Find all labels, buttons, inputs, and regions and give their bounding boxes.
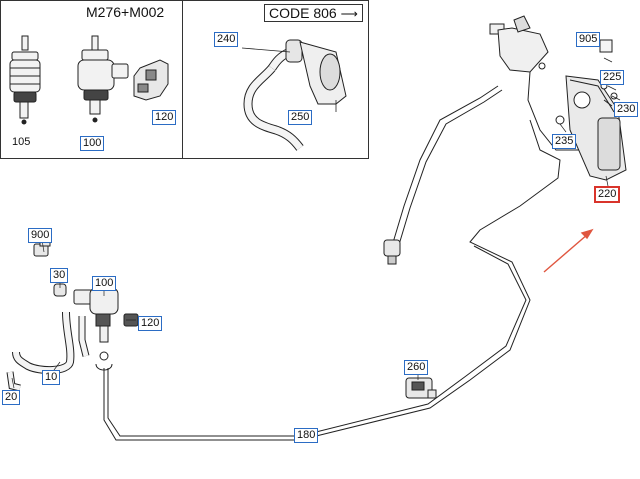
part-label-120-top[interactable]: 120	[152, 110, 177, 125]
inset-header-left: M276+M002	[82, 4, 169, 20]
right-arrow-icon: ⟶	[340, 7, 358, 21]
hose-240-drawing	[241, 39, 304, 151]
part-label-905[interactable]: 905	[576, 32, 601, 47]
purge-valve-drawing	[489, 15, 580, 151]
part-label-260[interactable]: 260	[404, 360, 429, 375]
part-label-220[interactable]: 220	[594, 186, 621, 203]
hose-10-drawing	[12, 311, 90, 375]
valve-100-top-drawing	[77, 35, 129, 123]
bracket-120-top-drawing	[133, 59, 169, 101]
part-label-105[interactable]: 105	[12, 136, 31, 148]
part-label-100-top[interactable]: 100	[80, 136, 105, 151]
canister-250-drawing	[299, 41, 347, 112]
part-label-240[interactable]: 240	[214, 32, 239, 47]
hose-20-drawing	[6, 371, 21, 392]
part-label-30[interactable]: 30	[50, 268, 69, 283]
inset-header-right: CODE 806 ⟶	[264, 4, 363, 22]
part-label-225[interactable]: 225	[600, 70, 625, 85]
canister-220-drawing	[555, 39, 627, 181]
part-label-250[interactable]: 250	[288, 110, 313, 125]
part-label-900[interactable]: 900	[28, 228, 53, 243]
valve-105-drawing	[9, 35, 41, 125]
part-label-235[interactable]: 235	[552, 134, 577, 149]
part-label-230[interactable]: 230	[614, 102, 639, 117]
sensor-260-drawing	[405, 377, 437, 399]
fuel-line-180	[103, 119, 561, 441]
part-label-120[interactable]: 120	[138, 316, 163, 331]
vent-tube-drawing	[383, 85, 503, 265]
part-label-100[interactable]: 100	[92, 276, 117, 291]
clip-900-drawing	[33, 239, 51, 257]
part-label-180[interactable]: 180	[294, 428, 319, 443]
part-label-20[interactable]: 20	[2, 390, 21, 405]
inset-header-right-label: CODE 806	[269, 5, 337, 21]
pointer-arrow	[543, 228, 594, 273]
part-label-10[interactable]: 10	[42, 370, 61, 385]
valve-100-drawing	[73, 287, 119, 371]
